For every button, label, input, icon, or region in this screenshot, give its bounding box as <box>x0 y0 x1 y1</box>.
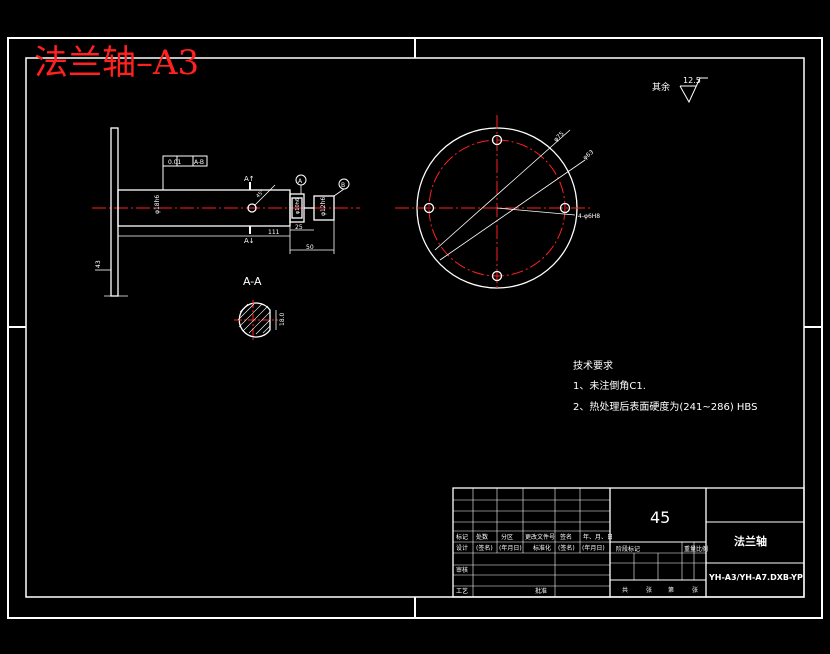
tech-req-item-2: 2、热处理后表面硬度为(241~286) HBS <box>573 400 757 413</box>
tb-design-0: 设计 <box>456 544 468 552</box>
dim-len-total: 50 <box>306 244 314 251</box>
dim-angle: 45° <box>255 189 266 200</box>
dim-pcd2: φ63 <box>582 149 596 162</box>
tb-bottom-3: 张 <box>692 586 698 594</box>
tb-row-label-3: 更改文件号 <box>525 533 555 541</box>
tb-approve: 批准 <box>535 587 547 595</box>
tb-row-label-1: 处数 <box>476 533 488 541</box>
dim-shaft-dia: φ18h6 <box>154 195 161 214</box>
tech-req-heading: 技术要求 <box>573 359 613 372</box>
tb-check: 审核 <box>456 566 468 574</box>
dim-len-mid: 25 <box>295 224 303 231</box>
tb-design-4: (签名) <box>558 544 575 552</box>
tech-req-item-1: 1、未注倒角C1. <box>573 379 646 392</box>
drawing-number-cell: YH-A3/YH-A7.DXB-YP <box>708 573 803 582</box>
tolerance-datum: A-B <box>194 159 204 166</box>
tb-bottom-0: 共 <box>622 586 628 594</box>
flange-side-view <box>395 115 590 289</box>
tb-row-label-0: 标记 <box>456 533 468 541</box>
dim-step-dia: φ10h6 <box>295 198 301 214</box>
roughness-symbol: 其余 12.5 <box>652 76 708 104</box>
tb-design-1: (签名) <box>476 544 493 552</box>
tb-stage-1: 重量 <box>684 545 696 553</box>
centering-marks <box>8 38 822 618</box>
tb-bottom-2: 第 <box>668 586 674 594</box>
datum-b: B <box>341 182 345 189</box>
shaft-front-view <box>92 127 360 297</box>
tb-design-5: (年月日) <box>582 544 605 552</box>
dim-section-w: 18.0 <box>279 312 286 326</box>
drawing-title: 法兰轴–A3 <box>34 43 199 83</box>
section-mark-bottom: A↓ <box>244 237 255 245</box>
section-label: A-A <box>243 275 262 288</box>
tb-process: 工艺 <box>456 587 468 595</box>
tb-row-label-4: 签名 <box>560 533 572 541</box>
datum-a: A <box>298 178 303 185</box>
dim-right-dia: φ12h6 <box>320 197 327 216</box>
part-name-cell: 法兰轴 <box>734 534 767 548</box>
inner-frame <box>25 57 805 598</box>
tb-stage-2: 比例 <box>696 545 708 553</box>
tb-row-label-5: 年、月、日 <box>583 533 613 541</box>
roughness-label: 其余 <box>652 81 670 93</box>
title-block <box>452 487 805 598</box>
outer-frame <box>7 37 823 619</box>
tb-design-2: (年月日) <box>499 544 522 552</box>
tb-design-3: 标准化 <box>533 544 551 552</box>
dim-len-left: 111 <box>268 229 280 236</box>
material-cell: 45 <box>650 508 670 527</box>
tb-row-label-2: 分区 <box>501 533 513 541</box>
dim-pcd1: φ75 <box>552 130 565 143</box>
tb-bottom-1: 张 <box>646 586 652 594</box>
roughness-value: 12.5 <box>683 76 701 85</box>
tolerance-value: 0.01 <box>168 159 182 166</box>
dim-flange-thk: 43 <box>95 260 102 268</box>
section-mark-top: A↑ <box>244 175 255 183</box>
tb-stage-0: 阶段标记 <box>616 545 640 553</box>
dim-hole: 4-φ6H8 <box>578 213 600 220</box>
section-view <box>234 300 278 340</box>
